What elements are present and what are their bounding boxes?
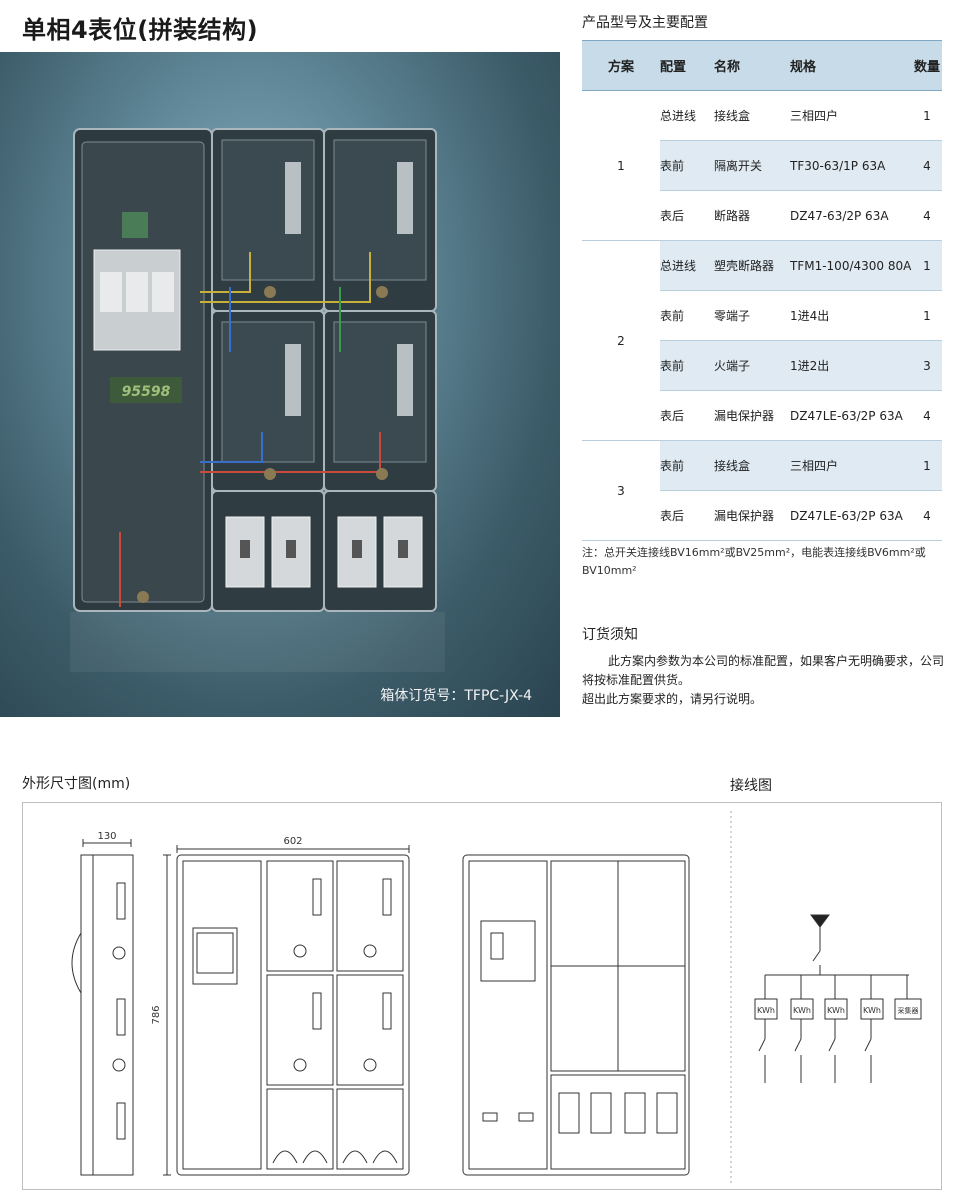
scheme-cell: 2 [582,240,660,441]
config-cell: 总进线 [660,90,714,141]
meter-label: KWh [793,1006,811,1015]
qty-cell: 1 [912,440,942,491]
wiring-diagram [754,914,922,1083]
config-cell: 表后 [660,190,714,241]
table-row: 1 总进线 接线盒 三相四户 1 [582,90,942,241]
qty-cell: 1 [912,240,942,291]
config-cell: 表后 [660,390,714,441]
table-row: 表后 断路器 DZ47-63/2P 63A 4 [582,190,942,241]
order-notice-body: 此方案内参数为本公司的标准配置，如果客户无明确要求，公司将按标准配置供货。 超出… [582,652,946,709]
front-view [163,845,410,1176]
wiring-diagram-title: 接线图 [730,778,772,794]
qty-cell: 1 [912,90,942,141]
product-photo: 95598 [0,52,560,717]
spec-cell: 1进2出 [790,340,912,391]
name-cell: 隔离开关 [714,140,790,191]
config-cell: 总进线 [660,240,714,291]
width-dimension: 602 [283,836,302,847]
name-cell: 漏电保护器 [714,390,790,441]
qty-cell: 1 [912,290,942,341]
table-row: 表前 零端子 1进4出 1 [582,290,942,341]
technical-drawings: 130 602 786 KWh KWh KWh KWh 采集器 [71,811,922,1183]
spec-cell: TFM1-100/4300 80A [790,240,912,291]
table-row: 表后 漏电保护器 DZ47LE-63/2P 63A 4 [582,490,942,541]
config-cell: 表后 [660,490,714,541]
table-row: 表后 漏电保护器 DZ47LE-63/2P 63A 4 [582,390,942,441]
meter-display-label: 95598 [122,384,171,400]
spec-cell: 1进4出 [790,290,912,341]
config-cell: 表前 [660,340,714,391]
name-cell: 塑壳断路器 [714,240,790,291]
table-row: 2 总进线 塑壳断路器 TFM1-100/4300 80A 1 [582,240,942,441]
header-name: 名称 [714,40,790,91]
name-cell: 接线盒 [714,90,790,141]
config-cell: 表前 [660,290,714,341]
spec-cell: DZ47-63/2P 63A [790,190,912,241]
scheme-cell: 1 [582,90,660,241]
spec-cell: 三相四户 [790,440,912,491]
qty-cell: 4 [912,390,942,441]
name-cell: 漏电保护器 [714,490,790,541]
photo-caption: 箱体订货号：TFPC-JX-4 [380,688,532,704]
dimension-drawing-title: 外形尺寸图(mm) [22,776,131,792]
meter-label: KWh [863,1006,881,1015]
name-cell: 零端子 [714,290,790,341]
name-cell: 火端子 [714,340,790,391]
meter-box-illustration: 95598 [70,128,445,672]
side-view [71,839,134,1176]
qty-cell: 4 [912,490,942,541]
collector-label: 采集器 [898,1006,919,1015]
page-title: 单相4表位(拼装结构) [22,16,259,44]
table-row: 表前 火端子 1进2出 3 [582,340,942,391]
spec-cell: 三相四户 [790,90,912,141]
table-row: 3 表前 接线盒 三相四户 1 [582,440,942,541]
config-cell: 表前 [660,440,714,491]
table-header-row: 方案 配置 名称 规格 数量 [582,40,942,91]
order-notice-title: 订货须知 [582,627,638,643]
header-scheme: 方案 [582,40,660,91]
depth-dimension: 130 [97,831,116,842]
wiring-note: 注：总开关连接线BV16mm²或BV25mm²，电能表连接线BV6mm²或BV1… [582,546,926,577]
header-config: 配置 [660,40,714,91]
drawing-frame: 130 602 786 KWh KWh KWh KWh 采集器 [22,802,942,1190]
name-cell: 接线盒 [714,440,790,491]
height-dimension: 786 [151,1005,162,1024]
qty-cell: 4 [912,140,942,191]
order-paragraph-2: 超出此方案要求的，请另行说明。 [582,692,763,706]
order-paragraph-1: 此方案内参数为本公司的标准配置，如果客户无明确要求，公司将按标准配置供货。 [582,654,945,687]
meter-label: KWh [827,1006,845,1015]
spec-cell: DZ47LE-63/2P 63A [790,390,912,441]
meter-label: KWh [757,1006,775,1015]
header-spec: 规格 [790,40,912,91]
spec-cell: DZ47LE-63/2P 63A [790,490,912,541]
spec-cell: TF30-63/1P 63A [790,140,912,191]
internal-view [462,854,690,1176]
name-cell: 断路器 [714,190,790,241]
config-table-title: 产品型号及主要配置 [582,15,708,31]
table-row: 表前 隔离开关 TF30-63/1P 63A 4 [582,140,942,191]
scheme-cell: 3 [582,440,660,541]
config-table: 方案 配置 名称 规格 数量 1 总进线 接线盒 三相四户 1 表前 隔离开关 … [582,40,942,541]
config-cell: 表前 [660,140,714,191]
header-qty: 数量 [912,40,942,91]
qty-cell: 4 [912,190,942,241]
qty-cell: 3 [912,340,942,391]
